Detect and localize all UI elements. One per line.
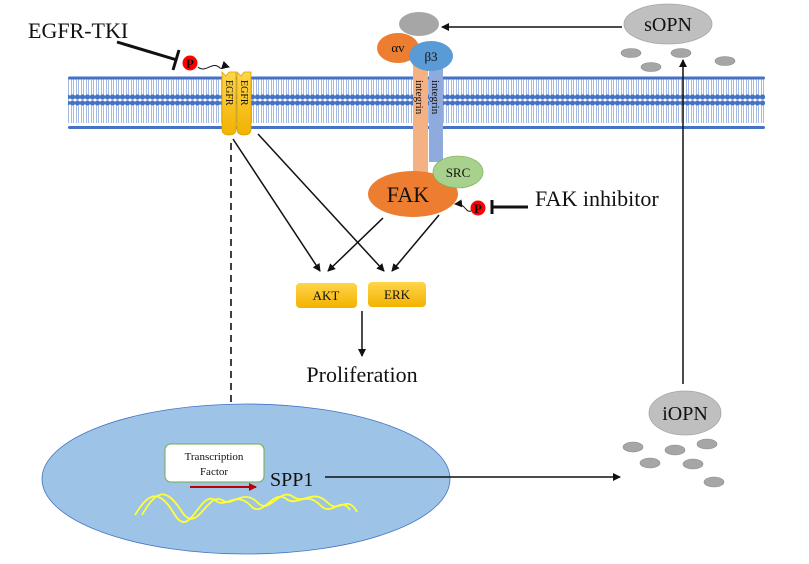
integrin-receptor: integrin integrin αv β3 <box>377 12 453 195</box>
sopn-node: sOPN <box>623 3 713 45</box>
svg-text:iOPN: iOPN <box>662 403 708 425</box>
integrin-alpha-label: integrin <box>413 80 425 115</box>
sopn-particles <box>620 48 736 72</box>
akt-node: AKT <box>296 283 357 308</box>
svg-text:AKT: AKT <box>313 288 340 303</box>
egfr-label-2: EGFR <box>238 80 249 106</box>
svg-text:Factor: Factor <box>200 466 228 478</box>
egfr-receptor: EGFR EGFR <box>221 71 252 136</box>
egfr-tki-label: EGFR-TKI <box>28 18 128 43</box>
beta3-label: β3 <box>424 49 437 64</box>
integrin-beta-label: integrin <box>429 80 441 115</box>
integrin-bound-opn <box>399 12 439 36</box>
alpha-v-label: αv <box>391 40 405 55</box>
egfr-label-1: EGFR <box>223 80 234 106</box>
egfr-phospho: P <box>182 55 230 71</box>
spp1-label: SPP1 <box>270 469 313 491</box>
svg-text:P: P <box>186 56 194 71</box>
svg-text:Transcription: Transcription <box>185 451 244 463</box>
egfr-tki-inhibition <box>116 40 181 71</box>
fak-inhibition <box>490 200 528 214</box>
svg-text:P: P <box>474 201 482 216</box>
transcription-factor: Transcription Factor <box>164 443 265 483</box>
svg-text:ERK: ERK <box>384 287 411 302</box>
svg-text:sOPN: sOPN <box>644 14 692 36</box>
iopn-node: iOPN <box>648 390 722 436</box>
fak-inhibitor-label: FAK inhibitor <box>535 186 659 211</box>
fak-phospho: P <box>454 199 486 216</box>
erk-node: ERK <box>368 282 426 307</box>
dna-helix <box>134 493 358 523</box>
iopn-particles <box>622 438 725 488</box>
src-node: SRC <box>432 155 484 189</box>
signaling-arrows <box>232 133 440 272</box>
svg-text:FAK: FAK <box>387 182 429 207</box>
svg-text:SRC: SRC <box>446 165 471 180</box>
fak-node: FAK <box>368 171 458 217</box>
proliferation-label: Proliferation <box>306 362 417 387</box>
